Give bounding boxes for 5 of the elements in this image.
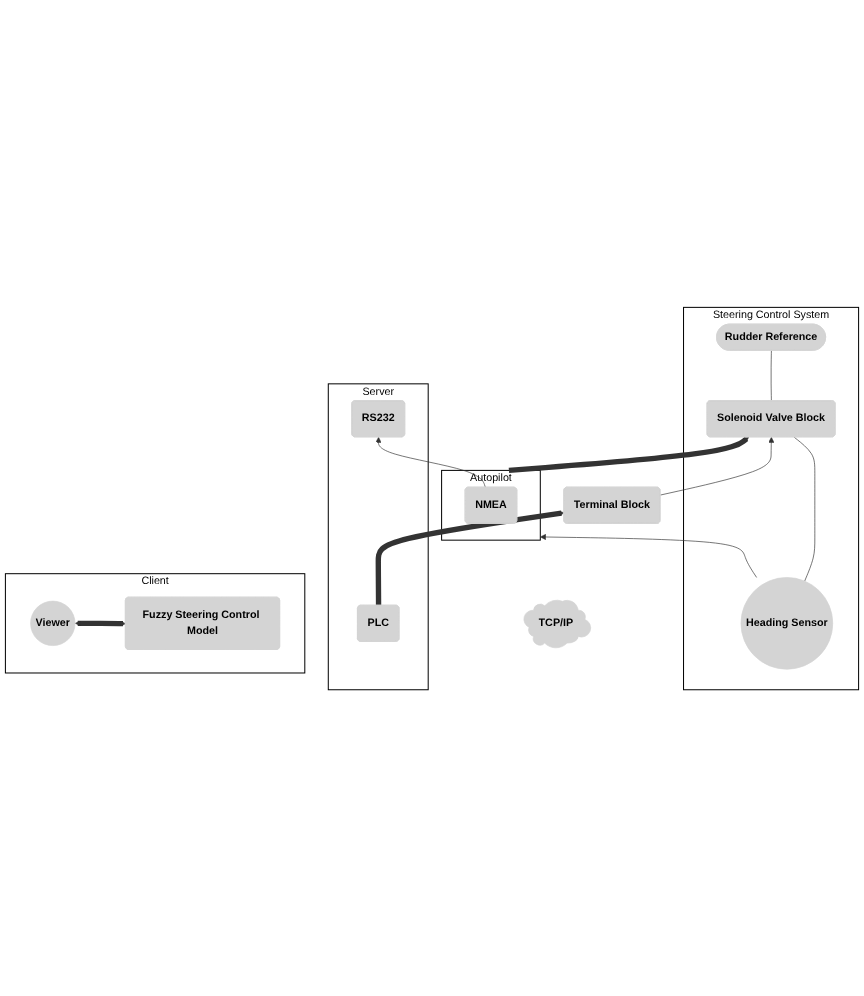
connector [770,349,772,401]
arrow [508,436,749,473]
arrow [75,619,126,626]
connector [793,436,816,581]
arrow [375,509,565,605]
